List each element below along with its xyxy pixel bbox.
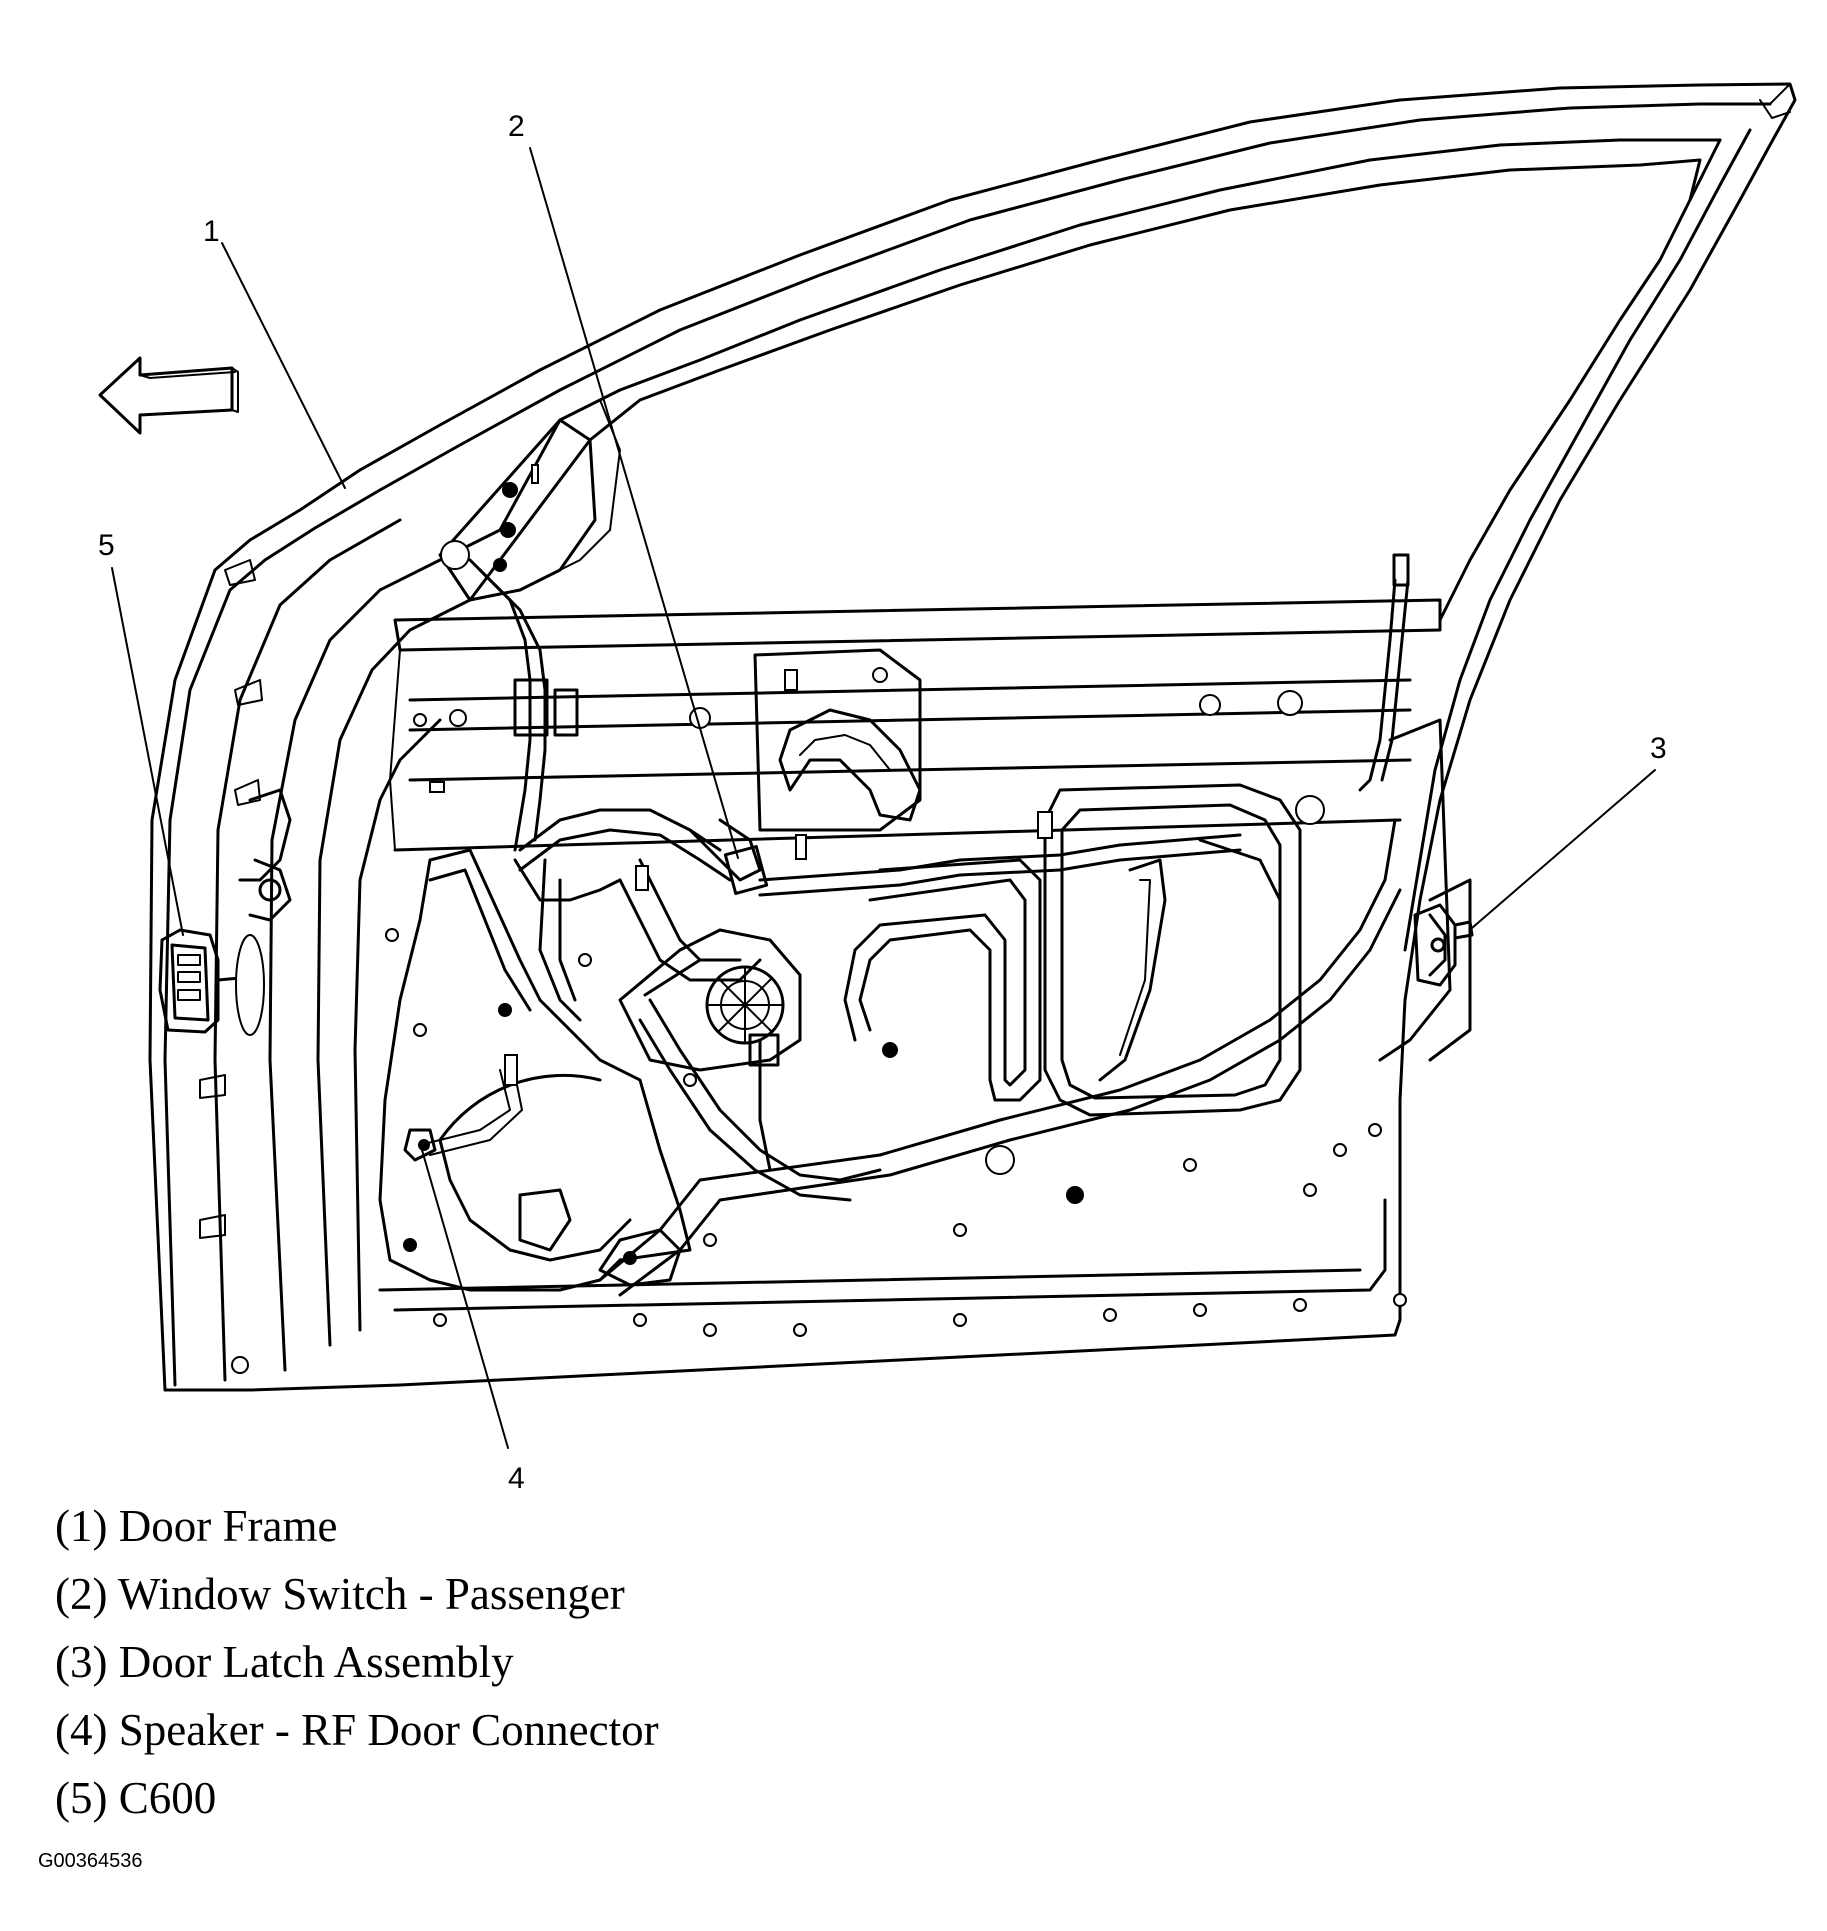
leader-line-4: [421, 1149, 509, 1449]
callout-3: 3: [1650, 732, 1667, 765]
direction-arrow-icon: [98, 356, 239, 435]
figure-id: G00364536: [38, 1850, 143, 1872]
callout-5: 5: [98, 529, 115, 562]
legend-item-window-switch: (2) Window Switch - Passenger: [55, 1569, 625, 1619]
leader-line-5: [111, 567, 184, 936]
leader-line-3: [1471, 769, 1656, 929]
callout-4: 4: [508, 1462, 525, 1495]
wire-harness: [468, 553, 1410, 1022]
legend-item-door-latch: (3) Door Latch Assembly: [55, 1637, 514, 1687]
inner-door-panel: [353, 598, 1472, 1332]
door-latch: [1413, 903, 1474, 987]
legend-item-door-frame: (1) Door Frame: [55, 1501, 338, 1551]
callout-1: 1: [203, 215, 220, 248]
leader-line-1: [221, 242, 346, 489]
panel-holes: [231, 690, 1407, 1374]
legend-item-c600: (5) C600: [55, 1773, 217, 1823]
c600-connector: [158, 928, 265, 1036]
speaker-area: [378, 848, 692, 1292]
callout-2: 2: [508, 110, 525, 143]
window-regulator: [618, 783, 1302, 1202]
hinge-lower: [199, 559, 256, 1239]
legend: (1) Door Frame (2) Window Switch - Passe…: [55, 1492, 659, 1832]
leader-line-2: [529, 147, 739, 859]
leader-lines: [111, 147, 1656, 1449]
door-frame: [148, 82, 1797, 1392]
legend-item-speaker-connector: (4) Speaker - RF Door Connector: [55, 1705, 659, 1755]
inside-handle: [753, 648, 922, 860]
hinge-upper: [234, 679, 292, 922]
